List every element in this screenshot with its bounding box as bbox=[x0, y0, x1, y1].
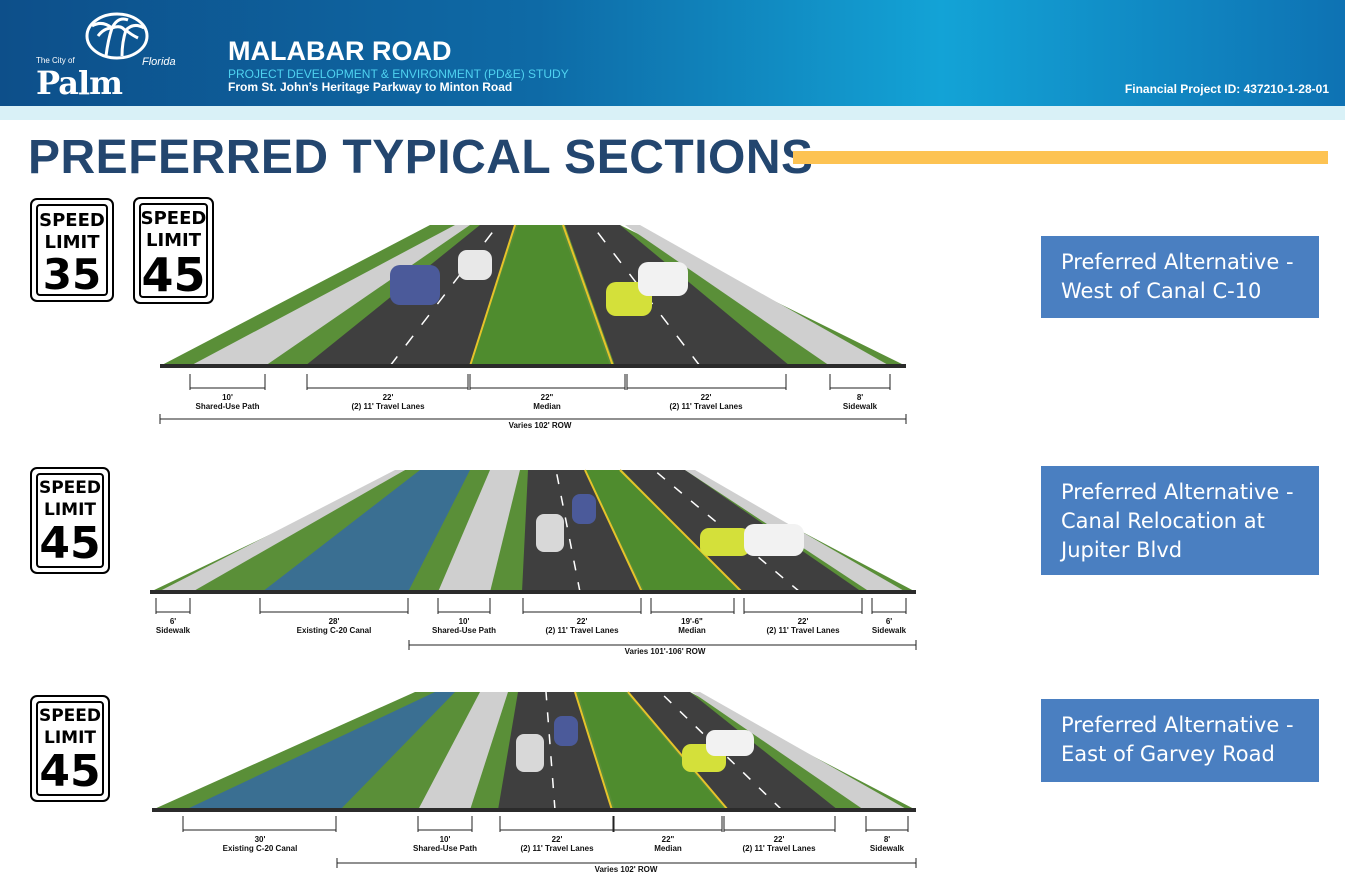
project-limits: From St. John’s Heritage Parkway to Mint… bbox=[228, 80, 513, 94]
financial-project-id: Financial Project ID: 437210-1-28-01 bbox=[1124, 82, 1329, 96]
dim-shared-use-path: 10'Shared-Use Path bbox=[431, 617, 497, 635]
dim-median: 19'-6"Median bbox=[678, 617, 706, 635]
sign-line-2: LIMIT bbox=[44, 232, 100, 253]
project-title: MALABAR ROAD bbox=[228, 36, 452, 66]
alternative-label-west-canal: Preferred Alternative - West of Canal C-… bbox=[1041, 236, 1319, 318]
dim-row: Varies 102' ROW bbox=[508, 421, 572, 430]
dim-canal: 30'Existing C-20 Canal bbox=[222, 835, 298, 853]
logo-small-text: The City of bbox=[36, 56, 75, 65]
palm-bay-logo: The City of Florida Palm Bay bbox=[30, 12, 190, 140]
sign-value: 35 bbox=[42, 250, 102, 299]
section-3-rendering bbox=[152, 691, 916, 812]
dimension-lines bbox=[155, 374, 917, 868]
sign-value: 45 bbox=[39, 518, 101, 569]
speed-limit-sign: SPEED LIMIT 35 bbox=[30, 198, 114, 302]
dim-travel-lanes: 22'(2) 11' Travel Lanes bbox=[669, 393, 743, 411]
dim-sidewalk: 6'Sidewalk bbox=[155, 617, 191, 635]
sign-line-1: SPEED bbox=[38, 478, 102, 498]
sign-value: 45 bbox=[141, 248, 206, 302]
speed-limit-sign: SPEED LIMIT 45 bbox=[133, 197, 214, 304]
dim-median: 22"Median bbox=[533, 393, 561, 411]
dim-median: 22"Median bbox=[654, 835, 682, 853]
dim-travel-lanes: 22'(2) 11' Travel Lanes bbox=[351, 393, 425, 411]
sign-line-1: SPEED bbox=[39, 210, 105, 231]
dim-canal: 28'Existing C-20 Canal bbox=[296, 617, 372, 635]
dim-shared-use-path: 10'Shared-Use Path bbox=[195, 393, 260, 411]
dim-travel-lanes: 22'(2) 11' Travel Lanes bbox=[545, 617, 619, 635]
dim-sidewalk: 6'Sidewalk bbox=[871, 617, 907, 635]
sign-line-2: LIMIT bbox=[44, 500, 96, 520]
page-title: PREFERRED TYPICAL SECTIONS bbox=[28, 131, 814, 184]
alternative-label-east-garvey: Preferred Alternative - East of Garvey R… bbox=[1041, 699, 1319, 782]
section-1-rendering bbox=[160, 224, 906, 368]
title-accent-bar bbox=[793, 151, 1328, 164]
alternative-label-canal-relocation: Preferred Alternative - Canal Relocation… bbox=[1041, 466, 1319, 575]
dim-travel-lanes: 22'(2) 11' Travel Lanes bbox=[766, 617, 840, 635]
header-accent-strip bbox=[0, 106, 1345, 120]
sign-value: 45 bbox=[39, 746, 101, 797]
speed-limit-sign: SPEED LIMIT 45 bbox=[30, 467, 110, 574]
dim-row: Varies 101'-106' ROW bbox=[624, 647, 706, 656]
palm-tree-icon bbox=[85, 12, 149, 60]
section-2-rendering bbox=[150, 469, 916, 594]
sign-line-2: LIMIT bbox=[145, 230, 202, 251]
dim-sidewalk: 8'Sidewalk bbox=[842, 393, 878, 411]
project-subtitle: PROJECT DEVELOPMENT & ENVIRONMENT (PD&E)… bbox=[228, 67, 569, 81]
dim-shared-use-path: 10'Shared-Use Path bbox=[412, 835, 478, 853]
speed-limit-sign: SPEED LIMIT 45 bbox=[30, 695, 110, 802]
dim-row: Varies 102' ROW bbox=[594, 865, 658, 874]
dim-travel-lanes: 22'(2) 11' Travel Lanes bbox=[742, 835, 816, 853]
sign-line-2: LIMIT bbox=[44, 728, 96, 748]
dim-travel-lanes: 22'(2) 11' Travel Lanes bbox=[520, 835, 594, 853]
logo-state-text: Florida bbox=[142, 56, 176, 68]
header-banner: The City of Florida Palm Bay MALABAR ROA… bbox=[0, 0, 1345, 140]
sign-line-1: SPEED bbox=[140, 208, 207, 229]
dim-sidewalk: 8'Sidewalk bbox=[869, 835, 905, 853]
sign-line-1: SPEED bbox=[38, 706, 102, 726]
